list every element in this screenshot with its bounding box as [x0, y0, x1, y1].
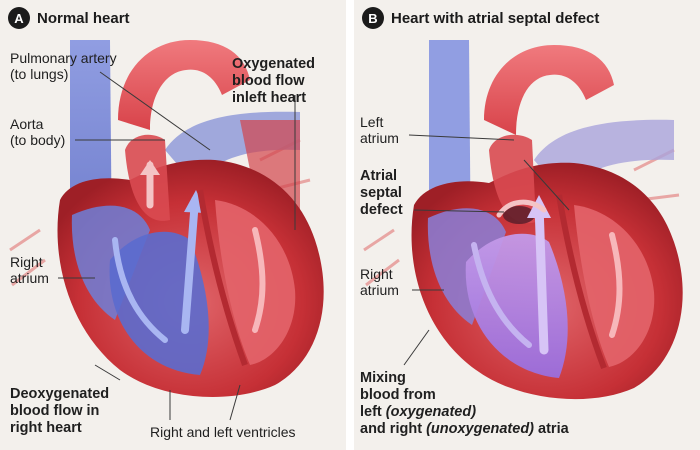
septum: [197, 189, 248, 367]
left-ventricle-chamber: [574, 205, 655, 367]
panel-normal-heart: A Normal heart Pulmonary artery (to lung…: [0, 0, 346, 450]
label-deoxygenated-flow: Deoxygenated blood flow in right heart: [10, 386, 110, 436]
label-mixing-blood: Mixing blood from left (oxygenated) and …: [360, 370, 569, 437]
label-aorta: Aorta (to body): [10, 116, 66, 148]
panel-a-badge: A: [8, 7, 30, 29]
left-ventricle-chamber: [215, 200, 296, 365]
normal-heart-illustration: [9, 40, 324, 421]
label-ventricles: Right and left ventricles: [150, 424, 296, 440]
label-atrial-septal-defect: Atrial septal defect: [360, 168, 403, 218]
aorta: [484, 45, 614, 135]
label-left-atrium: Left atrium: [360, 114, 399, 146]
label-right-atrium: Right atrium: [360, 266, 399, 298]
septum: [556, 194, 607, 370]
panel-a-title: Normal heart: [37, 9, 130, 27]
panel-a-header: A Normal heart: [8, 6, 130, 30]
label-right-atrium: Right atrium: [10, 254, 49, 286]
panel-b-title: Heart with atrial septal defect: [391, 9, 600, 27]
panel-b-header: B Heart with atrial septal defect: [362, 6, 599, 30]
panel-septal-defect: B Heart with atrial septal defect Left a…: [354, 0, 700, 450]
septal-defect-hole: [503, 206, 535, 224]
blood-flow-arrows: [112, 160, 266, 343]
heart-glow: [363, 148, 680, 287]
heart-glow: [9, 138, 311, 287]
right-ventricle-chamber: [109, 231, 209, 375]
panel-divider: [346, 0, 354, 450]
label-pulmonary-artery: Pulmonary artery (to lungs): [10, 50, 117, 82]
aorta: [118, 40, 250, 130]
label-oxygenated-flow: Oxygenated blood flow inleft heart: [232, 56, 315, 106]
septal-defect-illustration: [363, 40, 683, 400]
leader-lines: [403, 134, 570, 366]
panel-b-badge: B: [362, 7, 384, 29]
leader-lines: [58, 71, 296, 421]
